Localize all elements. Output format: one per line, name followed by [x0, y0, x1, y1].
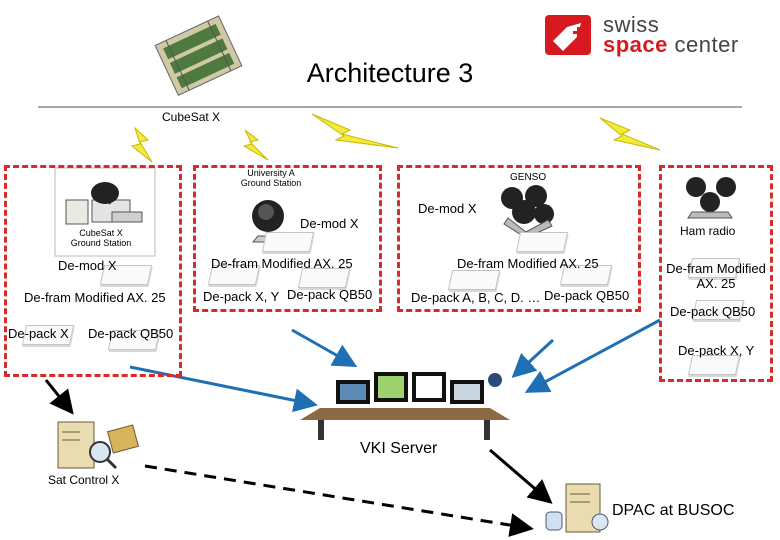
genso-dishes-icon: [501, 185, 554, 239]
university-demod: De-mod X: [300, 216, 359, 231]
cubesat-gs-depack-1: De-pack X: [8, 326, 69, 341]
page-title: Architecture 3: [306, 58, 474, 88]
lightning-icon: [130, 113, 661, 163]
vki-workstation-icon: [300, 372, 510, 440]
university-depack-2: De-pack QB50: [287, 287, 373, 302]
genso-box: [397, 165, 641, 312]
cubesat-gs-depack-2: De-pack QB50: [88, 326, 174, 341]
ham-radio-caption: Ham radio: [680, 224, 736, 238]
packet-chip: [447, 270, 501, 290]
sat-control-label: Sat Control X: [48, 473, 120, 487]
university-ground-station-box: [193, 165, 382, 312]
genso-caption: GENSO: [510, 172, 547, 183]
cubesat-ground-station-box: [4, 165, 182, 377]
packet-chip: [687, 355, 741, 375]
university-depack-1: De-pack X, Y: [203, 289, 280, 304]
cubesat-ground-station-icon: [54, 167, 156, 257]
logo-line-1: swiss: [603, 12, 660, 37]
arrow-to-dpac: [489, 448, 553, 504]
sat-control-server-icon: [57, 421, 140, 470]
genso-depack-2: De-pack QB50: [544, 288, 630, 303]
genso-demod: De-mod X: [418, 201, 477, 216]
cubesat-label: CubeSat X: [162, 110, 221, 124]
logo-line-2b: center: [667, 32, 739, 57]
cubesat-gs-caption: CubeSat X Ground Station: [70, 228, 132, 248]
logo-line-2: space center: [603, 32, 739, 57]
university-caption: University A Ground Station: [240, 168, 302, 188]
dpac-server-icon: [545, 483, 609, 533]
ham-depack-1: De-pack QB50: [670, 304, 756, 319]
packet-chip: [261, 232, 315, 252]
arrow-to-sat-control: [44, 379, 74, 415]
cubesat-gs-demod: De-mod X: [58, 258, 117, 273]
university-deframe: De-fram Modified AX. 25: [211, 256, 353, 271]
packet-chip: [297, 268, 351, 288]
logo-line-2a: space: [603, 32, 668, 57]
ham-depack-2: De-pack X, Y: [678, 343, 755, 358]
logo-mark-icon: [545, 15, 591, 55]
genso-depack-1: De-pack A, B, C, D. …: [411, 290, 541, 305]
cubesat-gs-deframe: De-fram Modified AX. 25: [24, 290, 166, 305]
ham-deframe: De-fram Modified AX. 25: [666, 261, 766, 291]
dashed-arrow-to-dpac: [144, 464, 534, 537]
packet-chip: [515, 232, 569, 252]
vki-server-label: VKI Server: [360, 440, 438, 457]
cubesat-satellite-icon: [154, 15, 243, 97]
ham-radio-box: [659, 165, 773, 382]
ham-radio-dishes-icon: [686, 177, 736, 219]
logo: swiss space center: [543, 13, 743, 57]
header-divider: [38, 106, 742, 108]
dpac-label: DPAC at BUSOC: [612, 502, 735, 519]
blue-arrows: [129, 318, 661, 413]
genso-deframe: De-fram Modified AX. 25: [457, 256, 599, 271]
